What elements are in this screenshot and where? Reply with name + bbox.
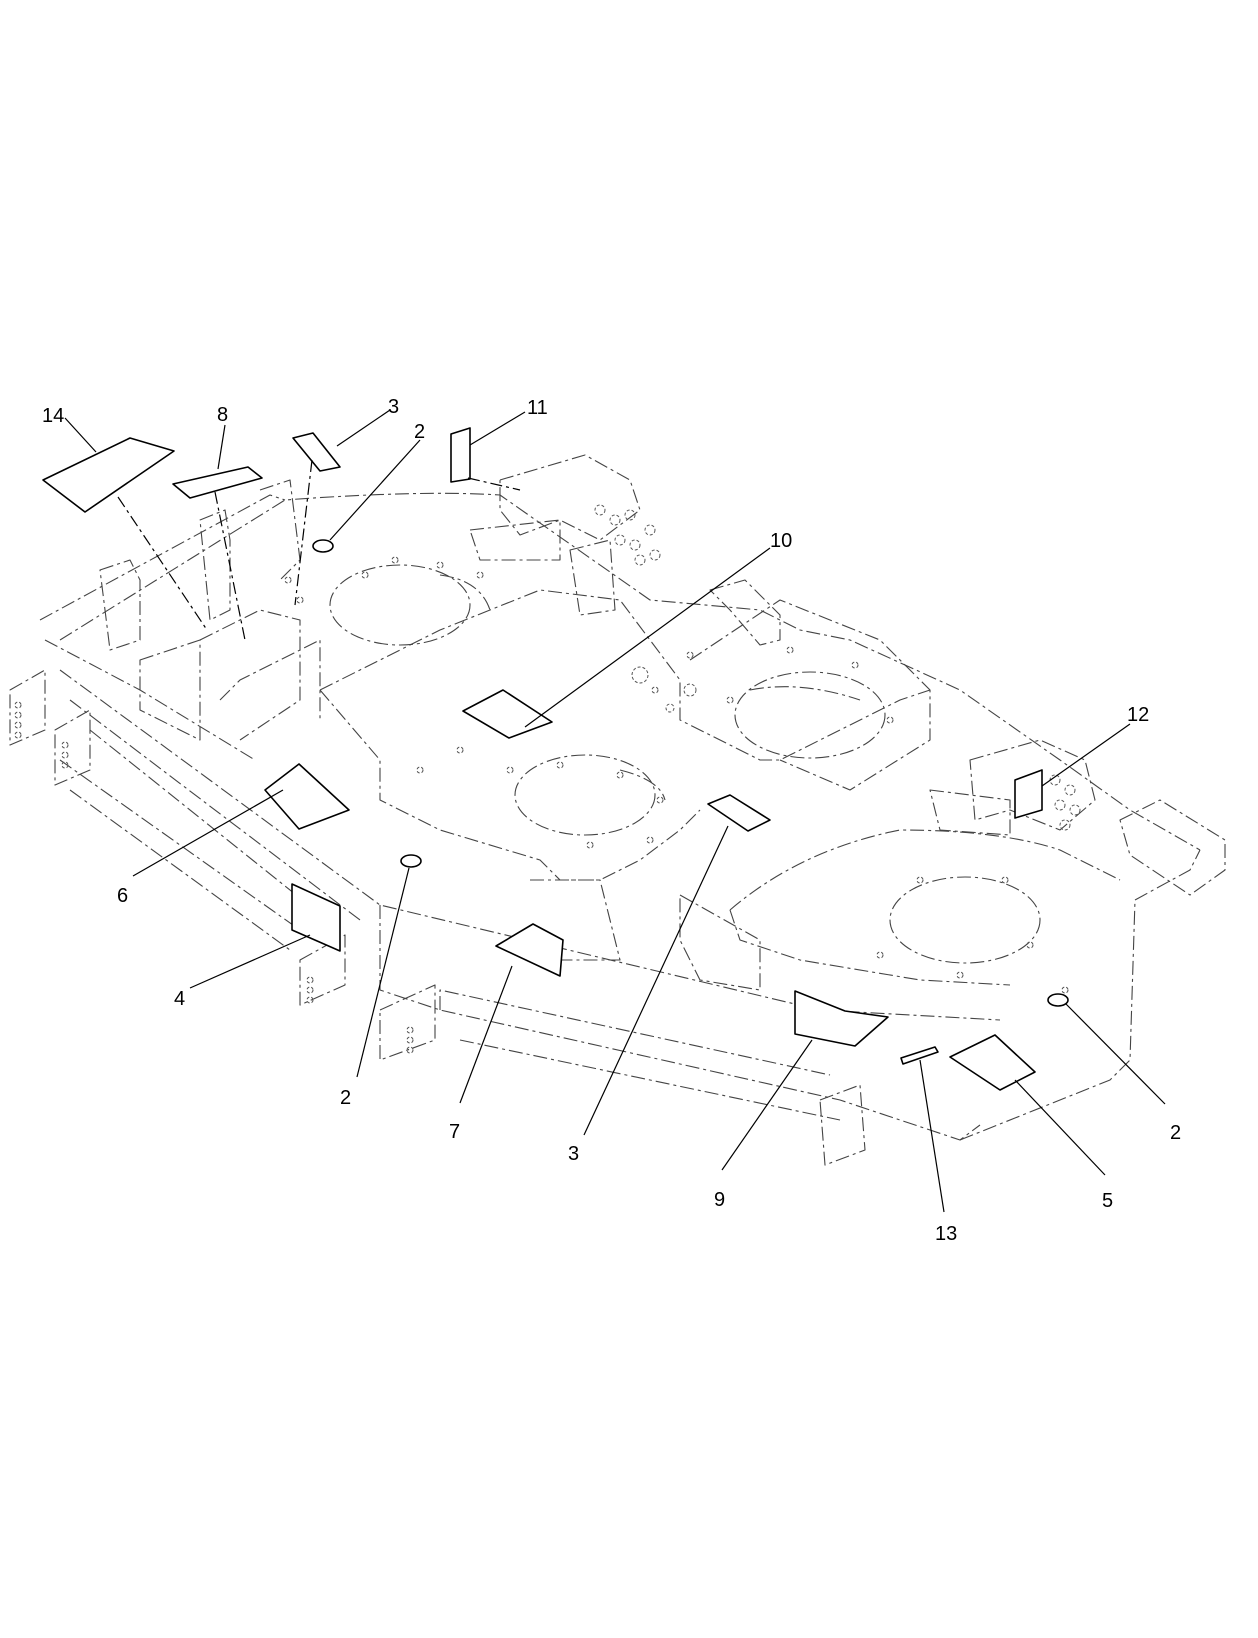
ring-2-right — [1047, 993, 1069, 1007]
decal-12 — [1014, 769, 1043, 819]
callout-14: 14 — [42, 405, 64, 427]
callout-3: 3 — [568, 1143, 579, 1165]
decal-13 — [900, 1046, 939, 1065]
callout-5: 5 — [1102, 1190, 1113, 1212]
callout-3: 3 — [388, 396, 399, 418]
ring-2-top — [312, 539, 334, 553]
decal-14 — [42, 437, 175, 513]
callout-8: 8 — [217, 404, 228, 426]
callout-13: 13 — [935, 1223, 957, 1245]
ring-2-center — [400, 854, 422, 868]
decal-8 — [172, 466, 263, 499]
callout-11: 11 — [527, 397, 548, 419]
mounting-holes — [284, 556, 1069, 994]
callout-2: 2 — [414, 421, 425, 443]
rear-hitch-left — [469, 454, 661, 616]
callout-12: 12 — [1127, 704, 1149, 726]
rear-hitch-right — [929, 739, 1096, 836]
decal-6 — [264, 763, 350, 830]
decal-10 — [462, 689, 553, 739]
callout-9: 9 — [714, 1189, 725, 1211]
decal-5 — [949, 1034, 1036, 1091]
blade-openings — [329, 564, 1041, 964]
callout-10: 10 — [770, 530, 792, 552]
callout-labels: 14 8 3 2 11 10 12 6 4 2 7 3 9 13 5 2 — [42, 396, 1181, 1245]
leader-lines — [64, 409, 1166, 1213]
decal-11 — [450, 427, 471, 483]
decal-3-top — [292, 432, 341, 472]
callout-7: 7 — [449, 1121, 460, 1143]
decal-7 — [495, 923, 564, 977]
callout-6: 6 — [117, 885, 128, 907]
callout-2: 2 — [1170, 1122, 1181, 1144]
callout-2: 2 — [340, 1087, 351, 1109]
callout-4: 4 — [174, 988, 185, 1010]
front-bracket-holes — [14, 701, 414, 1054]
decal-9 — [794, 990, 889, 1047]
decal-4 — [291, 883, 341, 952]
decal-3-center — [707, 794, 771, 832]
